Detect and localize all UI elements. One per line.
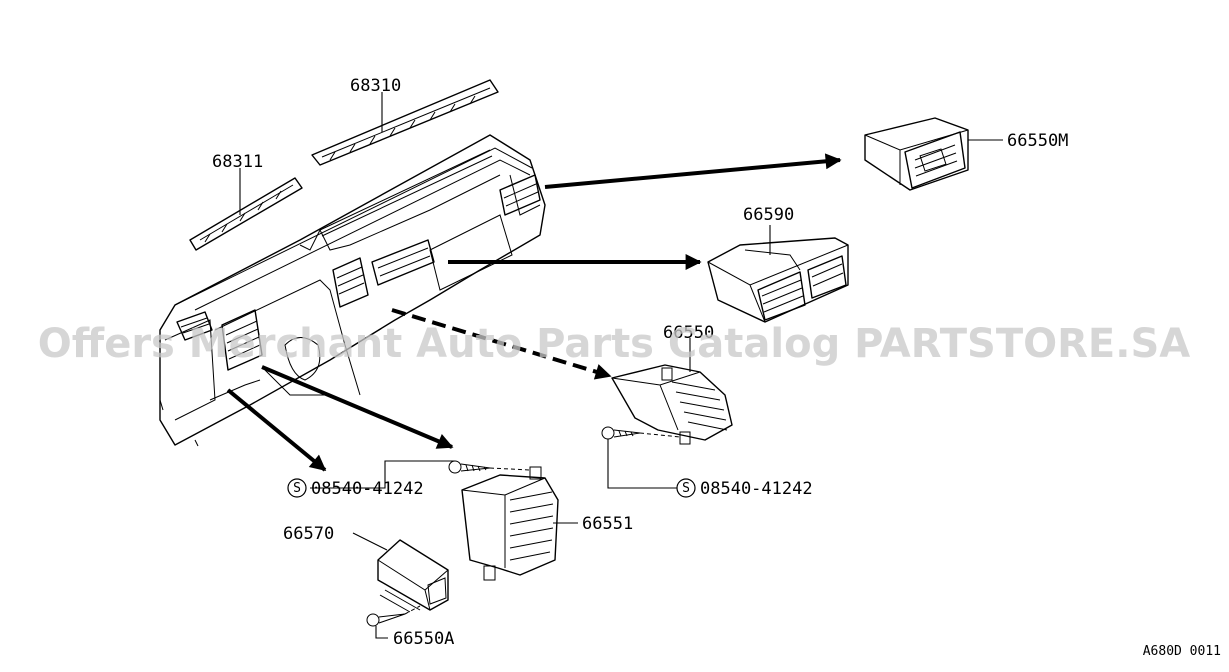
- arrows: [226, 153, 842, 472]
- label-66550A: 66550A: [393, 629, 454, 649]
- screw-symbol-left: [287, 478, 307, 498]
- label-screw-left: 08540-41242: [311, 479, 424, 499]
- screw-symbol-right-text: S: [682, 481, 690, 496]
- vent-66551: [461, 466, 578, 581]
- label-66570: 66570: [283, 524, 334, 544]
- dash-right-vent: [499, 174, 541, 216]
- label-68310: 68310: [350, 76, 401, 96]
- label-68311: 68311: [212, 152, 263, 172]
- label-66551: 66551: [582, 514, 633, 534]
- defroster-grille-68310: [311, 79, 499, 166]
- label-66550: 66550: [663, 323, 714, 343]
- label-screw-right: 08540-41242: [700, 479, 813, 499]
- diagram-reference: A680D 0011: [1143, 644, 1221, 659]
- screw-66550A: [366, 605, 421, 639]
- dash-left-center-vent: [221, 309, 263, 371]
- vent-66550M: [864, 117, 1003, 191]
- vent-66550: [611, 338, 733, 445]
- screw-label-right: S 08540-41242: [676, 478, 813, 499]
- vent-66570: [352, 532, 449, 613]
- dash-left-side-vent: [176, 311, 213, 341]
- defroster-grille-68311: [189, 168, 303, 251]
- screw-label-left: S 08540-41242: [287, 478, 424, 499]
- dash-center-vent: [332, 239, 435, 308]
- screw-symbol-left-text: S: [293, 481, 301, 496]
- dashboard-assembly: [159, 134, 546, 447]
- label-66590: 66590: [743, 205, 794, 225]
- screw-left: [310, 460, 531, 489]
- screw-right: [601, 426, 681, 489]
- label-66550M: 66550M: [1007, 131, 1068, 151]
- watermark: Offers Merchant Auto Parts Catalog PARTS…: [38, 321, 1190, 367]
- vent-66590: [707, 225, 849, 323]
- screw-symbol-right: [676, 478, 696, 498]
